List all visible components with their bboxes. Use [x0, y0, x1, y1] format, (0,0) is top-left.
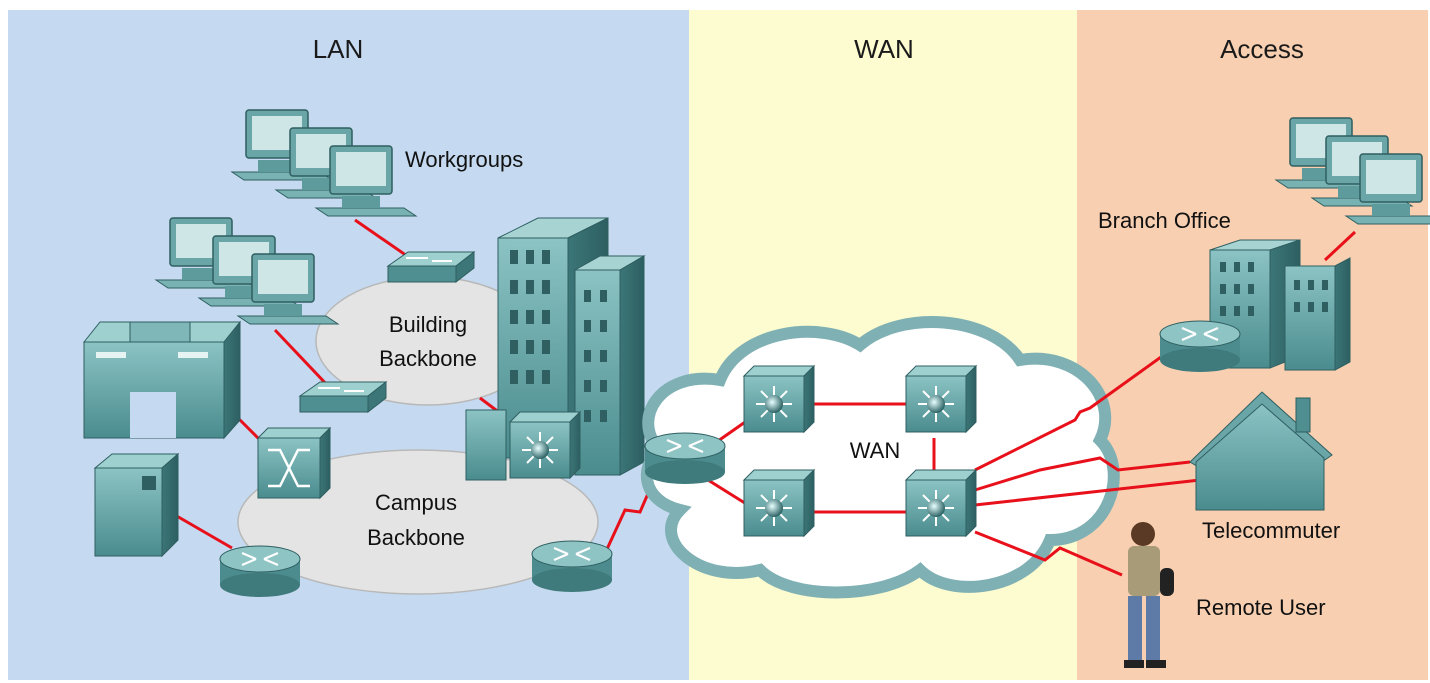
- router-icon: [530, 539, 614, 594]
- link-telecommuter-direct: [974, 478, 1201, 507]
- lan-zone-title: LAN: [313, 34, 364, 64]
- server-icon: [82, 320, 242, 440]
- building-icon: [465, 217, 646, 481]
- wan-zone-title: WAN: [854, 34, 914, 64]
- lan-links: [174, 218, 662, 561]
- link-branch-workstations: [1323, 230, 1357, 262]
- link-telecommuter: [974, 456, 1191, 492]
- multilayer-switch-icon: [743, 365, 815, 433]
- workgroup-switch-icon: [299, 381, 387, 413]
- branch-office-label: Branch Office: [1098, 208, 1231, 233]
- building-icon: [1209, 239, 1351, 371]
- workgroups-label: Workgroups: [405, 147, 523, 172]
- workgroup-switch-icon: [387, 251, 475, 283]
- house-icon: [1189, 391, 1333, 511]
- remote-user-label: Remote User: [1196, 595, 1326, 620]
- link-remote-user: [974, 530, 1123, 577]
- multilayer-switch-icon: [905, 365, 977, 433]
- wan-links: [707, 230, 1357, 577]
- campus-backbone-label-2: Backbone: [367, 525, 465, 550]
- building-backbone-label-1: Building: [389, 312, 467, 337]
- router-icon: [218, 544, 302, 599]
- link-workgroup1-switch: [354, 218, 411, 260]
- access-zone-title: Access: [1220, 34, 1304, 64]
- tower-server-icon: [93, 452, 180, 558]
- link-workgroup2-switch: [273, 328, 332, 390]
- multilayer-switch-icon: [509, 411, 581, 479]
- link-branch: [974, 350, 1169, 472]
- link-wanrouter-mls2: [707, 478, 749, 507]
- building-backbone-label-2: Backbone: [379, 346, 477, 371]
- atm-switch-icon: [256, 426, 332, 500]
- router-icon: [643, 431, 727, 486]
- link-tower-router: [174, 513, 233, 550]
- router-icon: [1158, 319, 1242, 374]
- multilayer-switch-icon: [743, 469, 815, 537]
- telecommuter-label: Telecommuter: [1202, 518, 1340, 543]
- person-icon: [1124, 522, 1174, 668]
- campus-backbone-label-1: Campus: [375, 490, 457, 515]
- wan-cloud-label: WAN: [850, 438, 901, 463]
- multilayer-switch-icon: [905, 469, 977, 537]
